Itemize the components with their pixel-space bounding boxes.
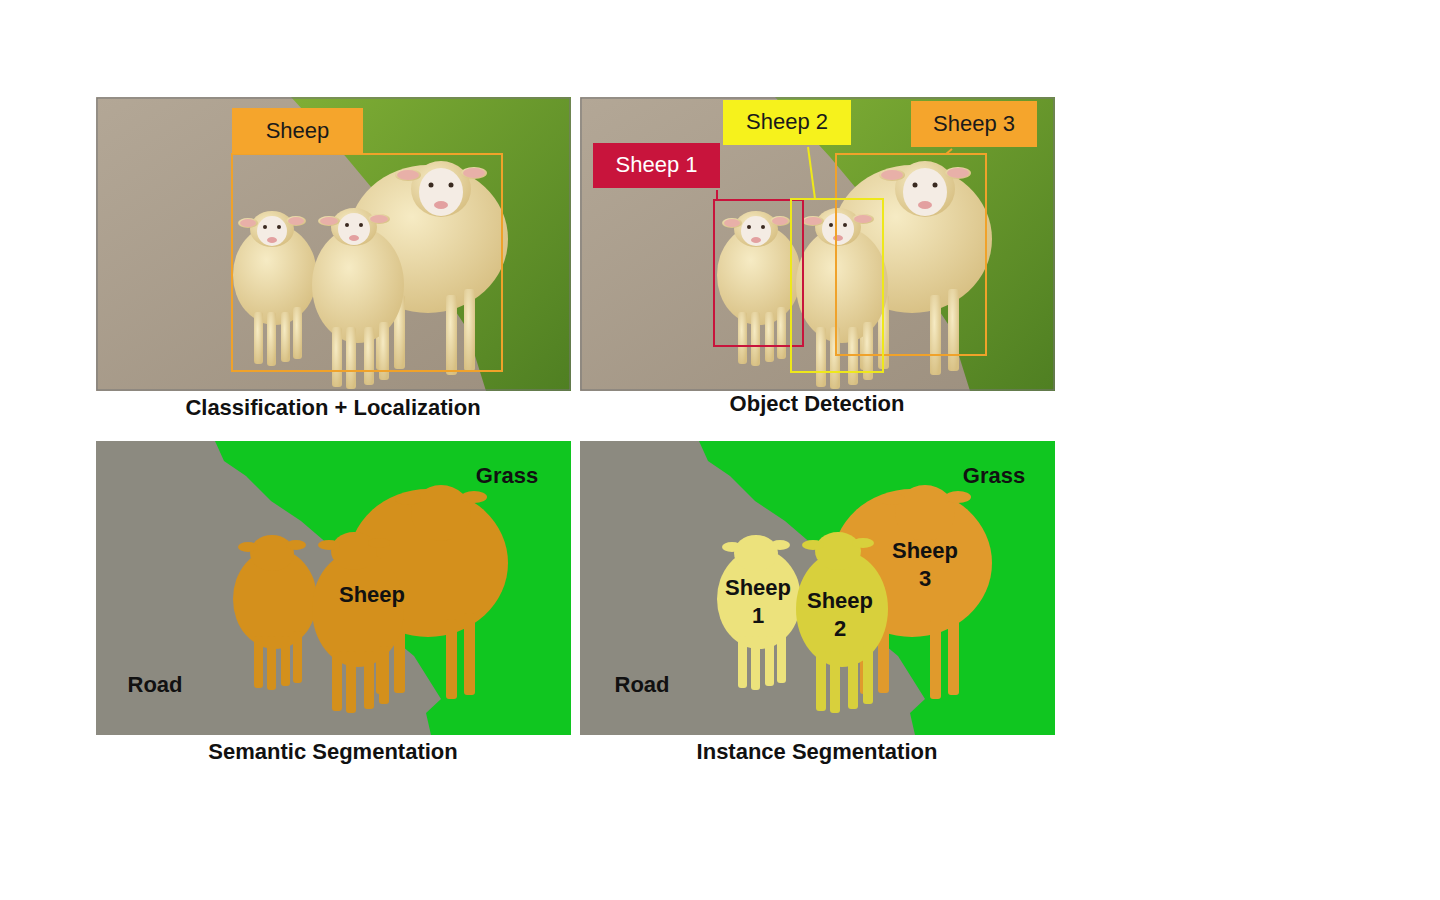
segmentation-panel [580,441,1055,735]
sheep-region [312,532,404,713]
region-label: Grass [963,462,1025,490]
bounding-box [232,154,502,371]
road-photo [580,97,1055,391]
road-region [580,441,1055,735]
panel-caption: Semantic Segmentation [208,738,457,766]
label-tag: Sheep 3 [911,101,1037,147]
tag-text: Sheep 3 [933,112,1015,136]
panel-caption: Object Detection [730,390,905,418]
leader-line [716,190,718,200]
sheep-face [881,168,969,216]
label-tag: Sheep [232,108,363,154]
sheep-region [717,535,801,690]
road-region [96,441,571,735]
sheep-figure [233,211,317,366]
bounding-box [714,200,803,346]
label-tag: Sheep 1 [593,143,720,188]
grass-region [699,441,1055,735]
segmentation-panel [96,441,571,735]
leader-line [808,147,815,199]
panel-border [97,98,570,390]
sheep-figure [312,208,404,389]
region-label: Sheep 2 [807,587,873,642]
region-label: Road [615,671,670,699]
sheep-face [240,216,304,246]
region-label: Road [128,671,183,699]
sheep-region [233,535,317,690]
sheep-region [796,532,888,713]
panel-caption: Instance Segmentation [697,738,938,766]
sheep-face [804,213,872,245]
photo-panel [580,97,1055,391]
tag-text: Sheep 1 [616,153,698,177]
sheep-face [320,213,388,245]
sheep-figure [717,211,801,366]
sheep-face [397,168,485,216]
sheep-face [724,216,788,246]
panel-border [581,98,1054,390]
sheep-figure [796,208,888,389]
leader-line [946,149,952,154]
region-label: Sheep [339,581,405,609]
road-photo [96,97,571,391]
region-label: Sheep 1 [725,574,791,629]
sheep-photo [233,161,508,389]
label-tag: Sheep 2 [723,100,851,145]
panel-caption: Classification + Localization [185,394,480,422]
grass-region [215,441,571,735]
tag-text: Sheep [266,119,330,143]
region-label: Grass [476,462,538,490]
photo-panel [96,97,571,391]
bounding-box [791,199,883,372]
tag-text: Sheep 2 [746,110,828,134]
region-label: Sheep 3 [892,537,958,592]
bounding-box [836,154,986,355]
